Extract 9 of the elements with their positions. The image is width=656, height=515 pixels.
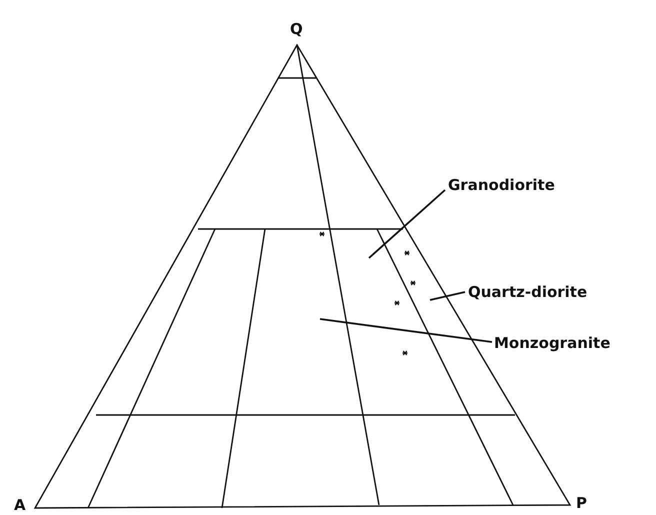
leader-line [320,318,492,343]
rock-name-label: Monzogranite [494,334,610,352]
leader-line [368,189,446,259]
rock-name-label: Quartz-diorite [468,283,588,301]
leader-line [430,291,466,301]
apex-label: P [576,494,587,512]
rock-name-label: Granodiorite [448,176,555,194]
apex-label: Q [290,20,303,38]
apex-label: A [14,496,26,514]
